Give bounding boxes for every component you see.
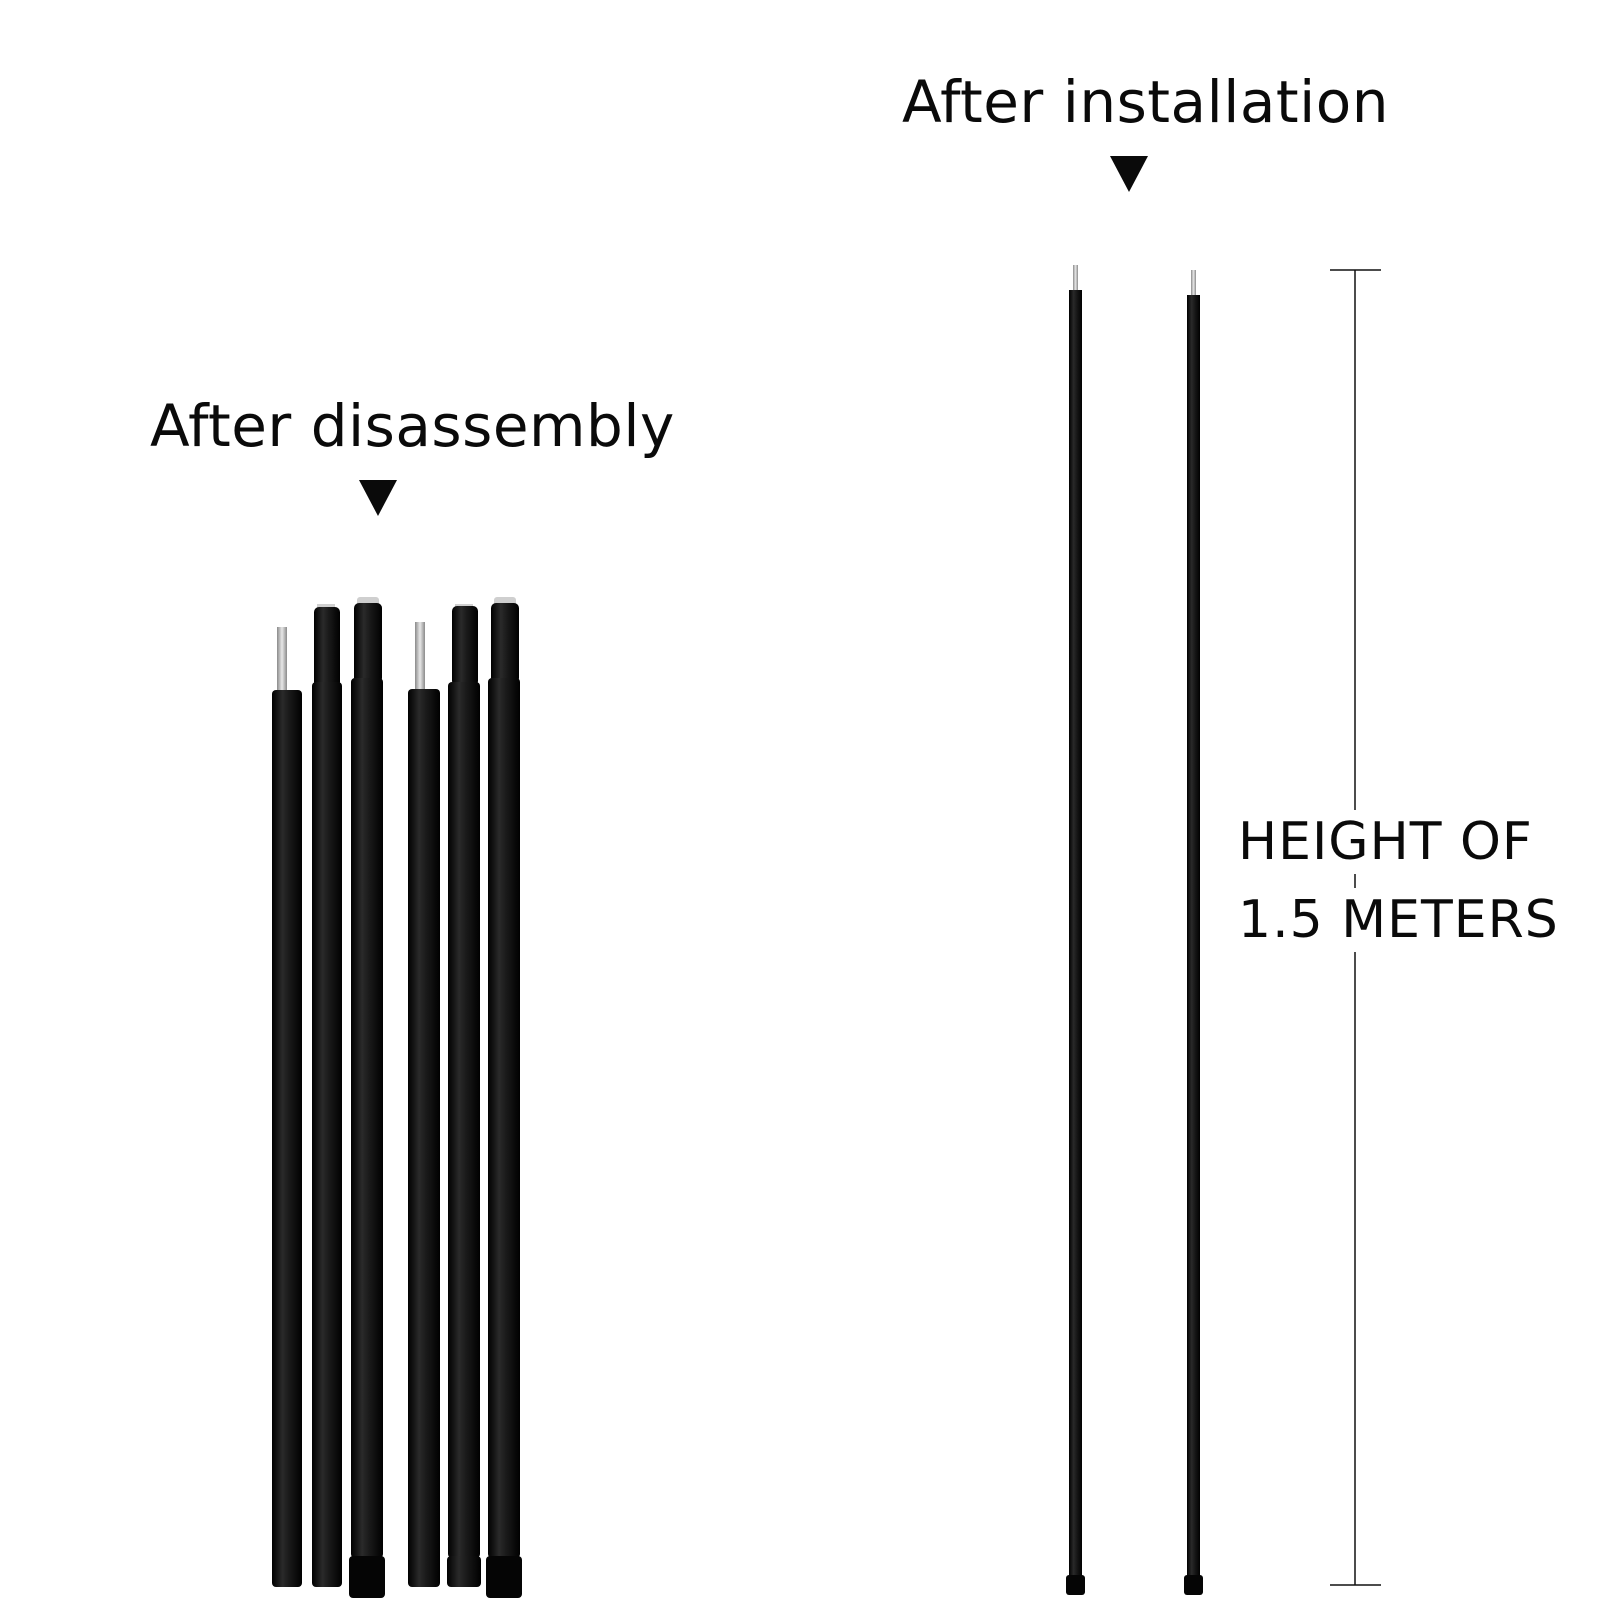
down-triangle-icon (359, 480, 397, 516)
disassembled-poles (272, 597, 522, 1598)
caption-after-disassembly: After disassembly (150, 392, 675, 460)
pole-segment-spike (272, 627, 302, 1587)
pole-segment-spike (408, 622, 440, 1587)
height-label-line1: HEIGHT OF (1236, 810, 1535, 874)
installed-pole (1066, 265, 1085, 1595)
pole-segment-base (349, 597, 385, 1598)
pole-segment-connector (312, 604, 342, 1587)
pole-segment-base (486, 597, 522, 1598)
height-label-line2: 1.5 METERS (1236, 888, 1561, 952)
installed-poles (1066, 265, 1203, 1595)
installed-pole (1184, 270, 1203, 1595)
caption-after-installation: After installation (902, 68, 1389, 136)
down-triangle-icon (1110, 156, 1148, 192)
pole-segment-connector (447, 604, 481, 1587)
